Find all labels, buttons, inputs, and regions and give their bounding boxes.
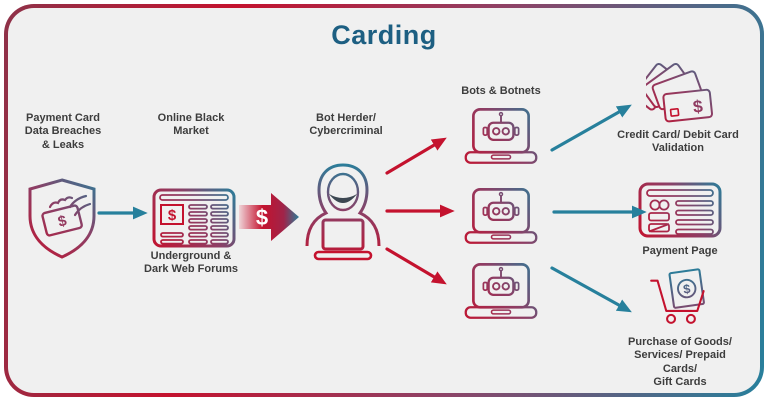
- label-card-validation: Credit Card/ Debit Card Validation: [617, 129, 739, 155]
- cart-dollar: $: [682, 281, 691, 297]
- label-purchase-goods: Purchase of Goods/ Services/ Prepaid Car…: [628, 336, 732, 389]
- bot-laptop-icon: [461, 107, 541, 167]
- gradient-border-frame: [4, 4, 764, 397]
- label-underground-forums: Underground & Dark Web Forums: [144, 250, 238, 276]
- bot-laptop-icon: [461, 262, 541, 322]
- label-bots-botnets: Bots & Botnets: [461, 85, 541, 97]
- label-online-black-market: Online Black Market: [157, 112, 225, 138]
- shield-hand-card-icon: $: [24, 176, 100, 260]
- label-payment-page: Payment Page: [642, 245, 718, 257]
- payment-form-icon: [638, 182, 722, 238]
- bot-laptop-icon: [461, 187, 541, 247]
- marketplace-listing-icon: $: [152, 188, 236, 248]
- cards-dollar: $: [692, 96, 704, 117]
- dollar-arrow-icon: $: [239, 191, 301, 243]
- market-dollar: $: [168, 207, 177, 224]
- shield-dollar: $: [56, 212, 69, 231]
- shopping-cart-icon: $: [648, 268, 710, 330]
- label-bot-herder: Bot Herder/ Cybercriminal: [309, 112, 383, 138]
- credit-cards-icon: $: [646, 58, 716, 124]
- arrow-dollar: $: [256, 205, 268, 230]
- diagram-title: Carding: [331, 20, 437, 50]
- hooded-hacker-icon: [299, 162, 387, 262]
- label-payment-card-data-breaches: Payment Card Data Breaches & Leaks: [24, 112, 102, 151]
- diagram-panel: [8, 8, 760, 393]
